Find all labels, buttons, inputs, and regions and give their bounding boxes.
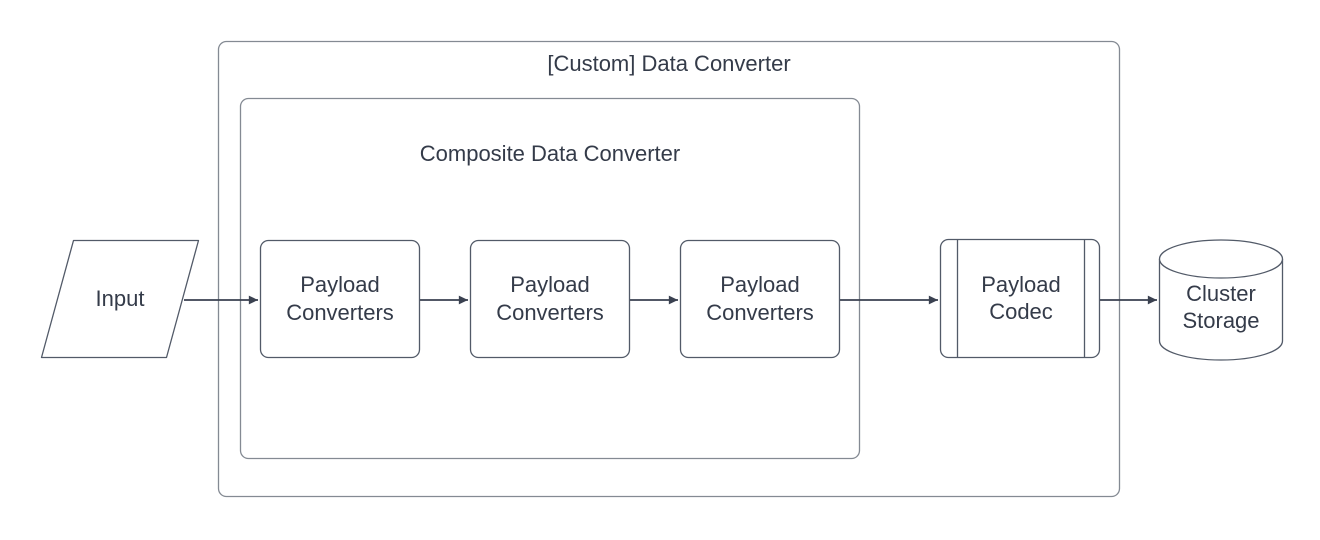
composite-data-converter-container <box>239 97 861 460</box>
custom-data-converter-container <box>217 40 1121 498</box>
cluster-storage-shape <box>1158 239 1284 361</box>
cylinder-top-rim <box>1158 239 1284 279</box>
payload-converters-3-shape <box>679 239 841 359</box>
input-node-shape <box>40 239 200 359</box>
payload-converters-2-shape <box>469 239 631 359</box>
payload-converters-1-shape <box>259 239 421 359</box>
payload-codec-shape <box>939 238 1101 359</box>
